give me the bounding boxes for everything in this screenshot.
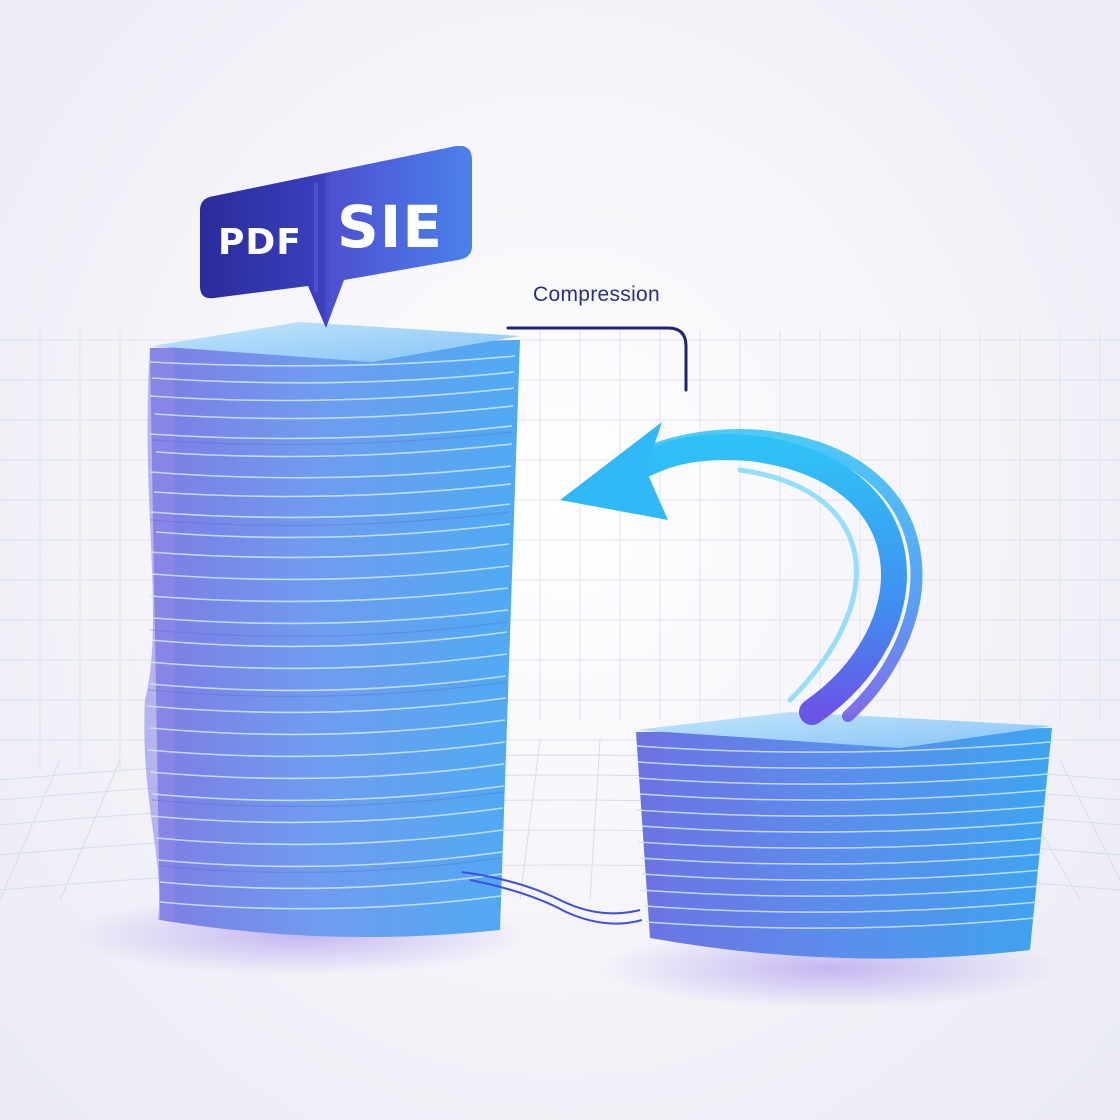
tall-paper-stack [144, 322, 520, 938]
speech-bubble-icon [200, 146, 472, 328]
compression-label: Compression [533, 283, 661, 306]
curved-arrow-icon [560, 422, 923, 725]
pdf-size-badge: PDF SIE [200, 146, 472, 328]
connector-line-icon [461, 871, 643, 925]
bracket-line [506, 326, 688, 392]
pdf-label: PDF [218, 222, 302, 263]
size-label: SIE [337, 193, 443, 261]
short-paper-stack [635, 712, 1052, 959]
